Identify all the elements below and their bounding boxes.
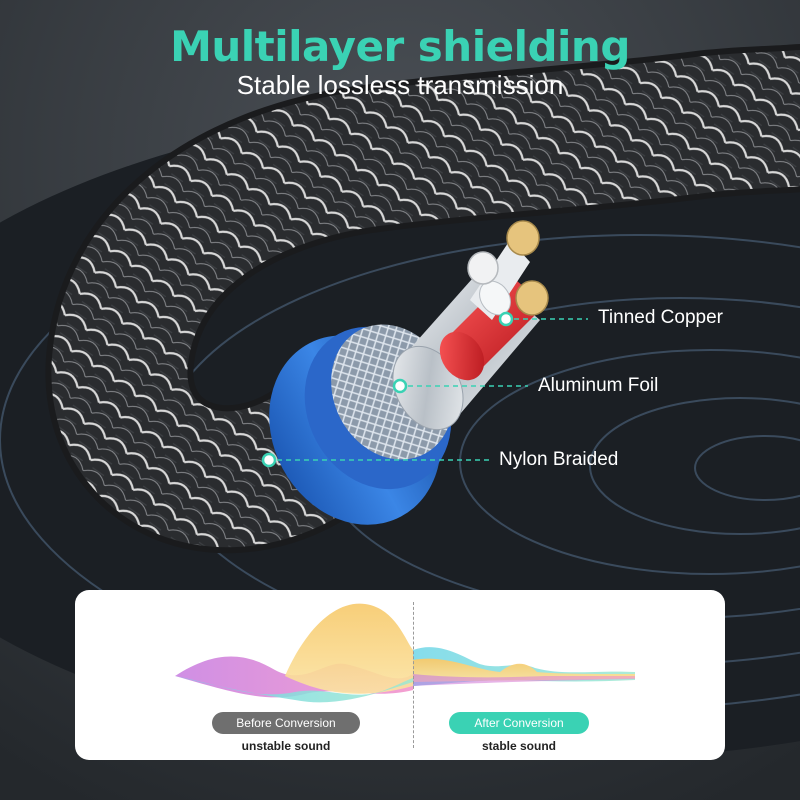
- after-caption: stable sound: [481, 739, 556, 753]
- after-conversion-badge: After Conversion: [449, 712, 589, 734]
- cable-cross-section: [269, 220, 549, 525]
- divider: [413, 602, 414, 748]
- before-caption: unstable sound: [241, 739, 331, 753]
- page-title: Multilayer shielding: [170, 22, 630, 71]
- braided-cable: [45, 44, 800, 554]
- callout-dot-icon: [392, 378, 408, 394]
- sound-wave-graphic: [175, 603, 635, 703]
- sound-comparison-panel: Before Conversion After Conversion unsta…: [75, 590, 725, 760]
- callout-nylon-braided: Nylon Braided: [499, 449, 619, 470]
- callout-lines: [261, 311, 588, 468]
- callout-tinned-copper: Tinned Copper: [598, 307, 723, 328]
- callout-aluminum-foil: Aluminum Foil: [538, 375, 659, 396]
- page-subtitle: Stable lossless transmission: [236, 70, 564, 100]
- callout-dot-icon: [261, 452, 277, 468]
- callout-dot-icon: [498, 311, 514, 327]
- before-conversion-badge: Before Conversion: [212, 712, 360, 734]
